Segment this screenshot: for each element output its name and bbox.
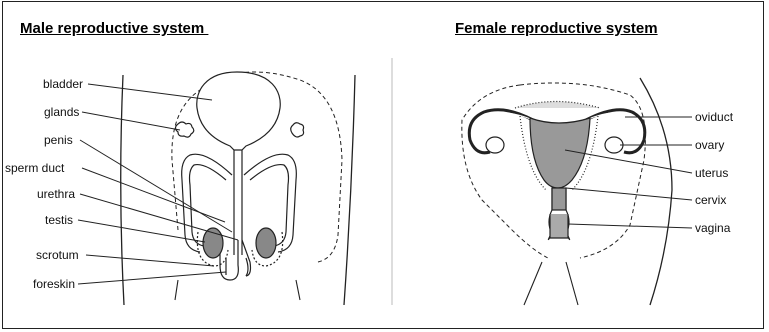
male-body-right-outline	[344, 75, 355, 305]
label-bladder: bladder	[43, 77, 83, 91]
right-testis	[256, 228, 276, 258]
label-cervix: cervix	[695, 193, 726, 207]
label-urethra: urethra	[37, 187, 75, 201]
label-foreskin: foreskin	[33, 277, 75, 291]
label-oviduct: oviduct	[695, 110, 733, 124]
male-diagram	[121, 72, 355, 305]
male-body-left-outline	[121, 75, 124, 305]
label-sperm-duct: sperm duct	[5, 161, 64, 175]
bladder-shape	[197, 72, 280, 150]
label-vagina: vagina	[695, 221, 730, 235]
label-glands: glands	[44, 105, 79, 119]
female-body-outline	[640, 78, 672, 305]
label-uterus: uterus	[695, 166, 728, 180]
penis-shape	[220, 240, 251, 280]
label-penis: penis	[44, 133, 73, 147]
label-testis: testis	[45, 213, 73, 227]
right-gland	[291, 123, 304, 137]
label-ovary: ovary	[695, 138, 724, 152]
label-scrotum: scrotum	[36, 248, 79, 262]
left-ovary	[486, 137, 504, 153]
female-diagram	[462, 78, 672, 305]
